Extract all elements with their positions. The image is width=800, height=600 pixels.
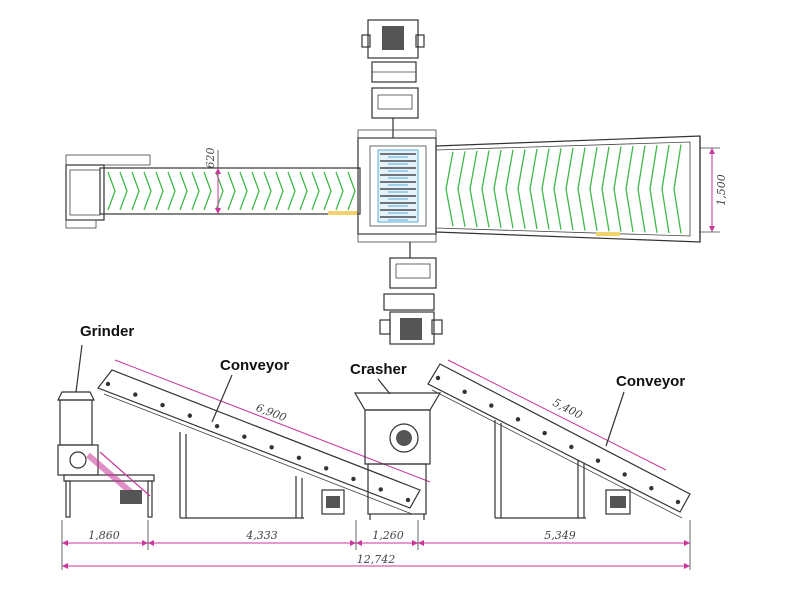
belt-chevron <box>529 148 538 230</box>
conveyor-roller <box>105 381 111 387</box>
belt-chevron <box>215 171 224 211</box>
left-belt-plan <box>65 154 361 229</box>
belt-chevrons-left <box>107 171 356 211</box>
belt-chevron <box>637 145 646 233</box>
crasher-unit <box>353 392 442 520</box>
right-conveyor-rollers <box>435 375 681 505</box>
conveyor-roller <box>622 472 627 477</box>
top-motor-assembly <box>361 19 425 138</box>
elevation-view: 6,900 5,400 <box>57 323 691 570</box>
callouts: Grinder Conveyor Crasher Conveyor <box>75 323 685 447</box>
belt-chevron <box>601 146 610 232</box>
belt-chevron <box>661 144 670 234</box>
conveyor-roller <box>269 445 274 450</box>
dim-label-620: 620 <box>204 148 217 169</box>
dim-620: 620 <box>204 148 221 214</box>
belt-chevron <box>155 171 164 211</box>
belt-chevron <box>119 171 128 211</box>
conveyor-roller <box>649 486 654 491</box>
label-grinder: Grinder <box>80 323 134 340</box>
belt-chevron <box>311 171 320 211</box>
belt-chevron <box>553 148 562 230</box>
belt-chevron <box>275 171 284 211</box>
conveyor-roller <box>435 375 441 381</box>
belt-chevron <box>203 171 212 211</box>
conveyor-roller <box>515 417 521 422</box>
belt-chevrons-right <box>445 144 682 234</box>
belt-chevron <box>251 171 260 211</box>
right-belt-plan <box>435 135 701 243</box>
label-conveyor-right: Conveyor <box>616 373 685 390</box>
conveyor-roller <box>675 499 681 505</box>
belt-chevron <box>347 171 356 211</box>
conveyor-roller <box>323 466 329 471</box>
conveyor-roller <box>296 455 302 461</box>
belt-chevron <box>673 144 682 234</box>
belt-chevron <box>649 145 658 233</box>
belt-chevron <box>131 171 140 211</box>
conveyor-roller <box>160 402 165 408</box>
conveyor-roller <box>542 430 547 436</box>
bottom-motor-assembly <box>379 242 443 345</box>
belt-chevron <box>335 171 344 211</box>
belt-chevron <box>179 171 188 211</box>
dim-1500: 1,500 <box>700 147 728 233</box>
belt-chevron <box>239 171 248 211</box>
conveyor-roller <box>462 389 467 394</box>
label-crasher: Crasher <box>350 361 407 378</box>
belt-chevron <box>517 149 526 229</box>
conveyor-roller <box>569 444 574 450</box>
conveyor-roller <box>242 434 247 439</box>
belt-chevron <box>541 148 550 230</box>
conveyor-roller <box>595 458 601 463</box>
grinder-unit <box>57 391 155 518</box>
belt-chevron <box>505 149 514 229</box>
conveyor-roller <box>378 487 383 492</box>
belt-chevron <box>457 151 466 227</box>
belt-chevron <box>589 147 598 231</box>
crusher-plan <box>357 129 437 243</box>
left-conveyor-rollers <box>105 381 411 503</box>
belt-chevron <box>191 171 200 211</box>
conveyor-roller <box>351 476 356 482</box>
belt-chevron <box>167 171 176 211</box>
dim-seg-4: 5,349 <box>544 529 576 542</box>
dimension-chain: 1,860 4,333 1,260 5,349 12,742 <box>61 520 691 570</box>
belt-chevron <box>107 171 116 211</box>
belt-chevron <box>299 171 308 211</box>
belt-chevron <box>469 150 478 228</box>
belt-chevron <box>287 171 296 211</box>
belt-chevron <box>143 171 152 211</box>
belt-chevron <box>565 147 574 231</box>
dim-seg-1: 1,860 <box>88 529 120 542</box>
plan-view: 620 1,500 <box>65 19 728 345</box>
belt-chevron <box>493 150 502 228</box>
belt-chevron <box>323 171 332 211</box>
belt-chevron <box>481 150 490 228</box>
conveyor-roller <box>133 392 138 397</box>
conveyor-roller <box>214 423 220 429</box>
belt-chevron <box>577 147 586 231</box>
dim-total: 12,742 <box>357 553 396 566</box>
belt-chevron <box>613 146 622 232</box>
belt-chevron <box>625 145 634 233</box>
crusher-teeth <box>380 153 416 221</box>
belt-chevron <box>227 171 236 211</box>
dim-label-1500: 1,500 <box>715 174 728 206</box>
dim-label-5400: 5,400 <box>551 396 585 422</box>
conveyor-roller <box>187 413 193 418</box>
label-conveyor-left: Conveyor <box>220 357 289 374</box>
dim-seg-2: 4,333 <box>245 529 278 542</box>
belt-chevron <box>445 151 454 227</box>
belt-chevron <box>263 171 272 211</box>
conveyor-roller <box>405 497 411 503</box>
dim-seg-3: 1,260 <box>372 529 404 542</box>
conveyor-roller <box>489 403 494 408</box>
